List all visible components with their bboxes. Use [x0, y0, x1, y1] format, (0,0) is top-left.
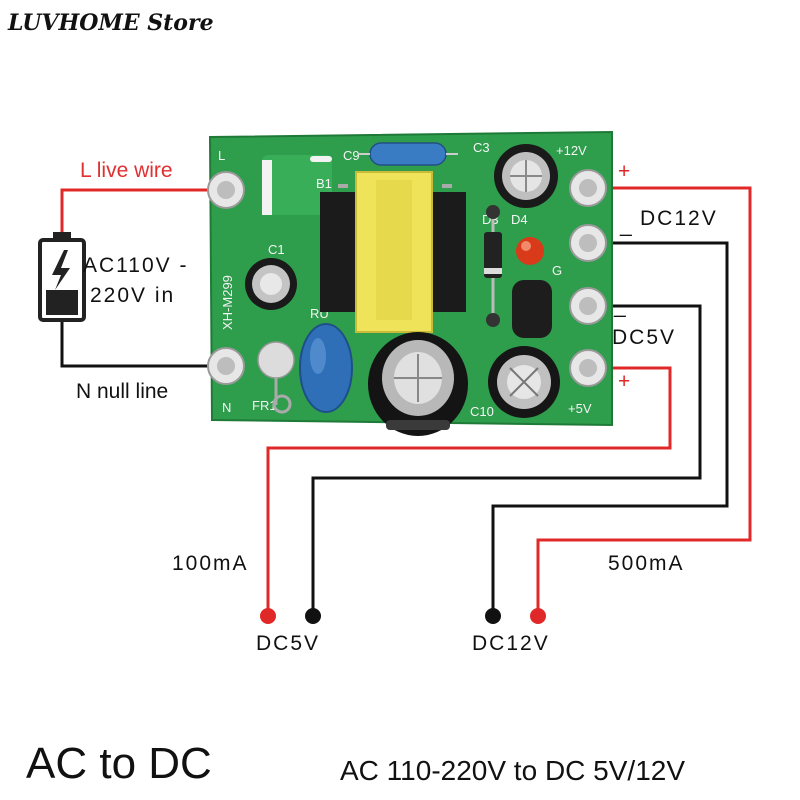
terminal-plus5v	[569, 349, 607, 387]
diode	[484, 205, 502, 327]
current-5v-label: 100mA	[172, 552, 249, 575]
dc5v-bottom-label: DC5V	[256, 632, 320, 655]
plus-bottom-label: +	[618, 370, 630, 393]
silk-b1: B1	[316, 176, 332, 191]
minus-top-label: _	[619, 214, 632, 237]
ac-input-label-line1: AC110V -	[83, 254, 189, 277]
footer-subtitle: AC 110-220V to DC 5V/12V	[340, 755, 685, 786]
ac-input-label-line2: 220V in	[90, 284, 175, 307]
current-12v-label: 500mA	[608, 552, 685, 575]
varistor	[299, 323, 353, 413]
capacitor-c3	[494, 144, 558, 208]
terminal-5v-minus	[569, 287, 607, 325]
terminal-n	[207, 347, 245, 385]
silk-c9: C9	[343, 148, 360, 163]
transformer-b1	[320, 171, 466, 333]
silk-d4: D4	[511, 212, 528, 227]
silk-c1: C1	[268, 242, 285, 257]
voltage-regulator	[512, 280, 552, 338]
wire-5v-ground	[311, 304, 702, 616]
capacitor-c1	[245, 258, 297, 310]
wire-12v-positive	[536, 186, 752, 616]
capacitor-c9	[369, 142, 447, 166]
silk-model: XH-M299	[220, 275, 235, 330]
silk-c3: C3	[473, 140, 490, 155]
dc12v-positive-dot	[530, 608, 546, 624]
capacitor-main	[368, 332, 468, 436]
null-line-label: N null line	[76, 380, 168, 403]
dc5v-negative-dot	[305, 608, 321, 624]
silk-l: L	[218, 148, 225, 163]
lightning-bolt-icon	[52, 250, 70, 290]
wire-12v-ground	[491, 241, 729, 616]
store-name: LUVHOME Store	[7, 10, 214, 36]
terminal-plus12v	[569, 169, 607, 207]
led-d4	[516, 237, 544, 265]
fuse-resistor-fr1	[257, 341, 295, 414]
silk-plus5v: +5V	[568, 401, 592, 416]
dc12v-negative-dot	[485, 608, 501, 624]
dc5v-positive-dot	[260, 608, 276, 624]
silk-c10: C10	[470, 404, 494, 419]
capacitor-c10	[488, 346, 560, 418]
dc5v-side-label: DC5V	[612, 326, 676, 349]
live-wire-label: L live wire	[80, 159, 173, 182]
plus-top-label: +	[618, 160, 630, 183]
wire-5v-positive	[266, 366, 672, 616]
minus-bottom-label: _	[613, 295, 626, 318]
terminal-ground	[569, 224, 607, 262]
silk-plus12v: +12V	[556, 143, 587, 158]
live-wire	[60, 188, 226, 238]
dc12v-bottom-label: DC12V	[472, 632, 550, 655]
ac-source-battery-icon	[38, 232, 86, 322]
silk-n: N	[222, 400, 231, 415]
silk-g: G	[552, 263, 562, 278]
dc12v-side-label: DC12V	[640, 207, 718, 230]
null-wire	[60, 320, 226, 368]
silk-fr1: FR1	[252, 398, 277, 413]
terminal-l	[207, 171, 245, 209]
power-module-board: L N G +12V +5V XH-M299 C9 C3 B1 C1 D3 D4…	[207, 130, 613, 436]
footer-title: AC to DC	[26, 739, 212, 788]
